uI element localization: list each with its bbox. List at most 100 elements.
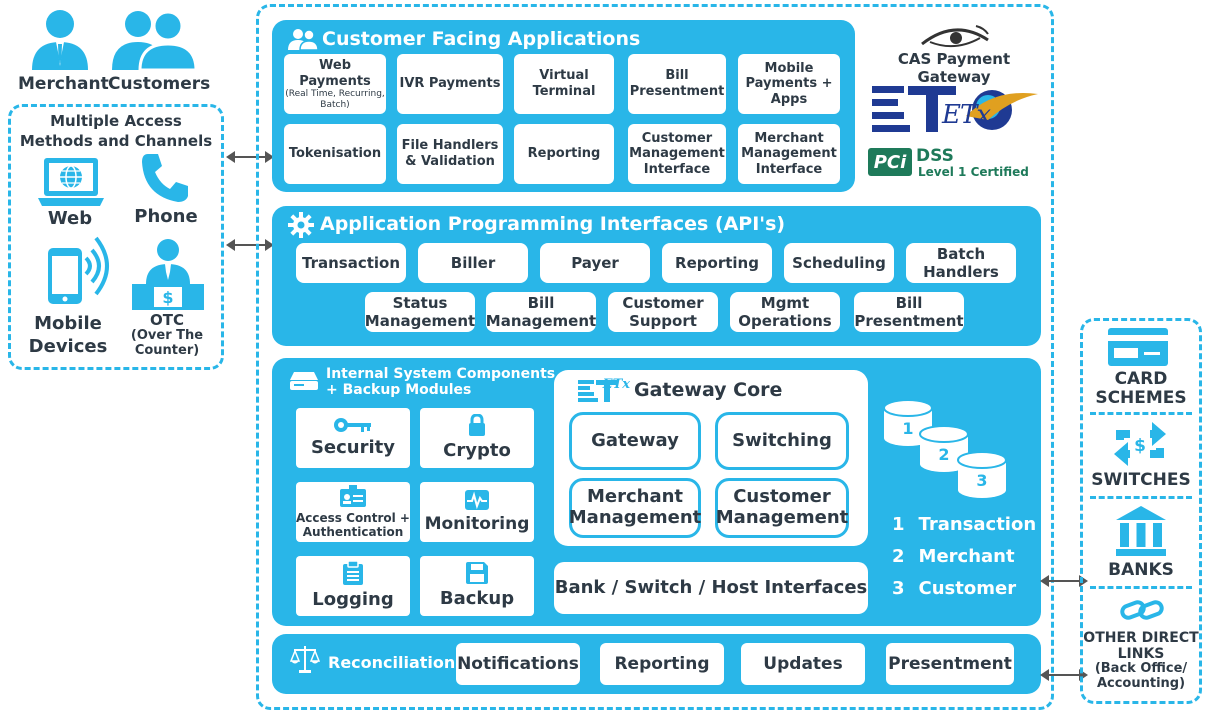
otc-title: OTC xyxy=(150,311,184,329)
cfa-card-label: File Handlers & Validation xyxy=(401,138,499,169)
cfa-card-label: Virtual Terminal xyxy=(532,68,596,99)
reconciliation-card: Reporting xyxy=(600,643,724,685)
floppy-disk-icon xyxy=(466,562,488,585)
cfa-card-label: Bill Presentment xyxy=(629,68,725,99)
users-icon xyxy=(288,29,318,50)
etx-logo-mark-icon xyxy=(872,86,1038,132)
cfa-card-label: Merchant Management Interface xyxy=(741,130,837,177)
customers-label: Customers xyxy=(108,74,211,94)
switches-label: SWITCHES xyxy=(1091,470,1191,490)
internal-card-label: Logging xyxy=(312,589,394,611)
certified-text: Level 1 Certified xyxy=(918,165,1029,179)
other-subtitle: (Back Office/ Accounting) xyxy=(1094,661,1188,692)
api-card: Bill Presentment xyxy=(854,292,964,332)
internal-card-label: Security xyxy=(310,437,396,459)
credit-card-icon xyxy=(1108,328,1168,366)
db-legend-item: 1 Transaction xyxy=(892,514,1036,535)
api-card: Bill Management xyxy=(485,292,597,332)
internal-card-label: Backup xyxy=(439,588,515,610)
etx-core-logo-icon xyxy=(578,380,618,402)
lock-icon xyxy=(469,414,485,437)
api-card: Transaction xyxy=(296,243,406,283)
internal-title: Internal System Components + Backup Modu… xyxy=(326,366,556,399)
api-card: Status Management xyxy=(364,292,476,332)
svg-text:$: $ xyxy=(162,288,173,307)
external-links-box xyxy=(1080,318,1202,704)
api-title: Application Programming Interfaces (API'… xyxy=(320,213,786,235)
cfa-card: Bill Presentment xyxy=(628,54,726,114)
bidirectional-arrow-icon xyxy=(226,239,274,251)
internal-card-label: Crypto xyxy=(443,440,511,462)
api-card: Scheduling xyxy=(784,243,894,283)
cfa-title: Customer Facing Applications xyxy=(322,28,641,50)
database-stack-icon: 1 2 3 xyxy=(883,399,1007,498)
api-card: Payer xyxy=(540,243,650,283)
merchant-management-box: Merchant Management xyxy=(569,478,701,538)
mobile-label: Mobile Devices xyxy=(28,313,108,358)
gateway-core-title: Gateway Core xyxy=(634,379,783,401)
cfa-card: Mobile Payments + Apps xyxy=(738,54,840,114)
cfa-card-label: Tokenisation xyxy=(288,146,382,162)
bank-icon xyxy=(1116,506,1166,556)
db-legend-label: Transaction xyxy=(918,514,1037,535)
pci-badge: PCi xyxy=(868,148,912,176)
switch-arrows-icon: $ xyxy=(1114,422,1166,466)
customers-icon xyxy=(112,10,196,70)
other-direct-links-label: OTHER DIRECT LINKS (Back Office/ Account… xyxy=(1082,630,1200,692)
otc-icon: $ xyxy=(132,239,204,310)
db-legend-number: 2 xyxy=(892,546,905,567)
card-schemes-label: CARD SCHEMES xyxy=(1095,369,1187,408)
etx-core-logo-text: ETx xyxy=(602,377,630,392)
internal-card: Monitoring xyxy=(420,482,534,542)
etx-logo: ETx xyxy=(870,80,1050,136)
cfa-card: IVR Payments xyxy=(397,54,503,114)
gear-icon xyxy=(288,212,314,238)
mobile-icon xyxy=(48,236,109,304)
svg-text:$: $ xyxy=(1134,436,1146,456)
cfa-card: File Handlers & Validation xyxy=(397,124,503,184)
web-label: Web xyxy=(47,208,93,229)
switching-box: Switching xyxy=(715,412,849,470)
api-card: Reporting xyxy=(662,243,772,283)
cfa-card: Merchant Management Interface xyxy=(738,124,840,184)
pci-text: PCi xyxy=(873,151,907,173)
api-card: Biller xyxy=(418,243,528,283)
svg-text:3: 3 xyxy=(976,471,987,490)
api-card: Customer Support xyxy=(608,292,718,332)
internal-card: Security xyxy=(296,408,410,468)
internal-card: Access Control + Authentication xyxy=(296,482,410,542)
phone-label: Phone xyxy=(134,206,198,227)
db-legend-label: Merchant xyxy=(918,546,1015,567)
id-card-icon xyxy=(340,484,366,507)
customer-management-box: Customer Management xyxy=(715,478,849,538)
cfa-card: Reporting xyxy=(514,124,614,184)
scales-icon xyxy=(290,646,320,673)
internal-card: Logging xyxy=(296,556,410,616)
svg-text:2: 2 xyxy=(938,445,949,464)
divider xyxy=(1090,412,1192,415)
merchant-label: Merchant xyxy=(18,74,109,94)
monitor-pulse-icon xyxy=(465,489,489,510)
db-legend-number: 1 xyxy=(892,514,905,535)
internal-card-label: Access Control + Authentication xyxy=(296,510,410,539)
banks-label: BANKS xyxy=(1108,560,1174,580)
otc-subtitle: (Over The Counter) xyxy=(130,328,204,359)
key-icon xyxy=(334,418,371,433)
cfa-card: Virtual Terminal xyxy=(514,54,614,114)
etx-logo-text: ETx xyxy=(942,100,991,130)
clipboard-icon xyxy=(343,561,363,586)
link-icon xyxy=(1120,600,1164,620)
divider xyxy=(1090,496,1192,499)
api-card: Batch Handlers xyxy=(906,243,1016,283)
bidirectional-arrow-icon xyxy=(226,151,274,163)
otc-label: OTC (Over The Counter) xyxy=(122,311,212,359)
internal-card: Backup xyxy=(420,556,534,616)
reconciliation-title: Reconciliation xyxy=(328,653,456,672)
cfa-card-label: IVR Payments xyxy=(399,76,501,92)
web-icon xyxy=(38,158,104,206)
gateway-box: Gateway xyxy=(569,412,701,470)
cfa-card-label: Reporting xyxy=(527,146,601,162)
api-card: Mgmt Operations xyxy=(730,292,840,332)
db-legend-item: 2 Merchant xyxy=(892,546,1015,567)
